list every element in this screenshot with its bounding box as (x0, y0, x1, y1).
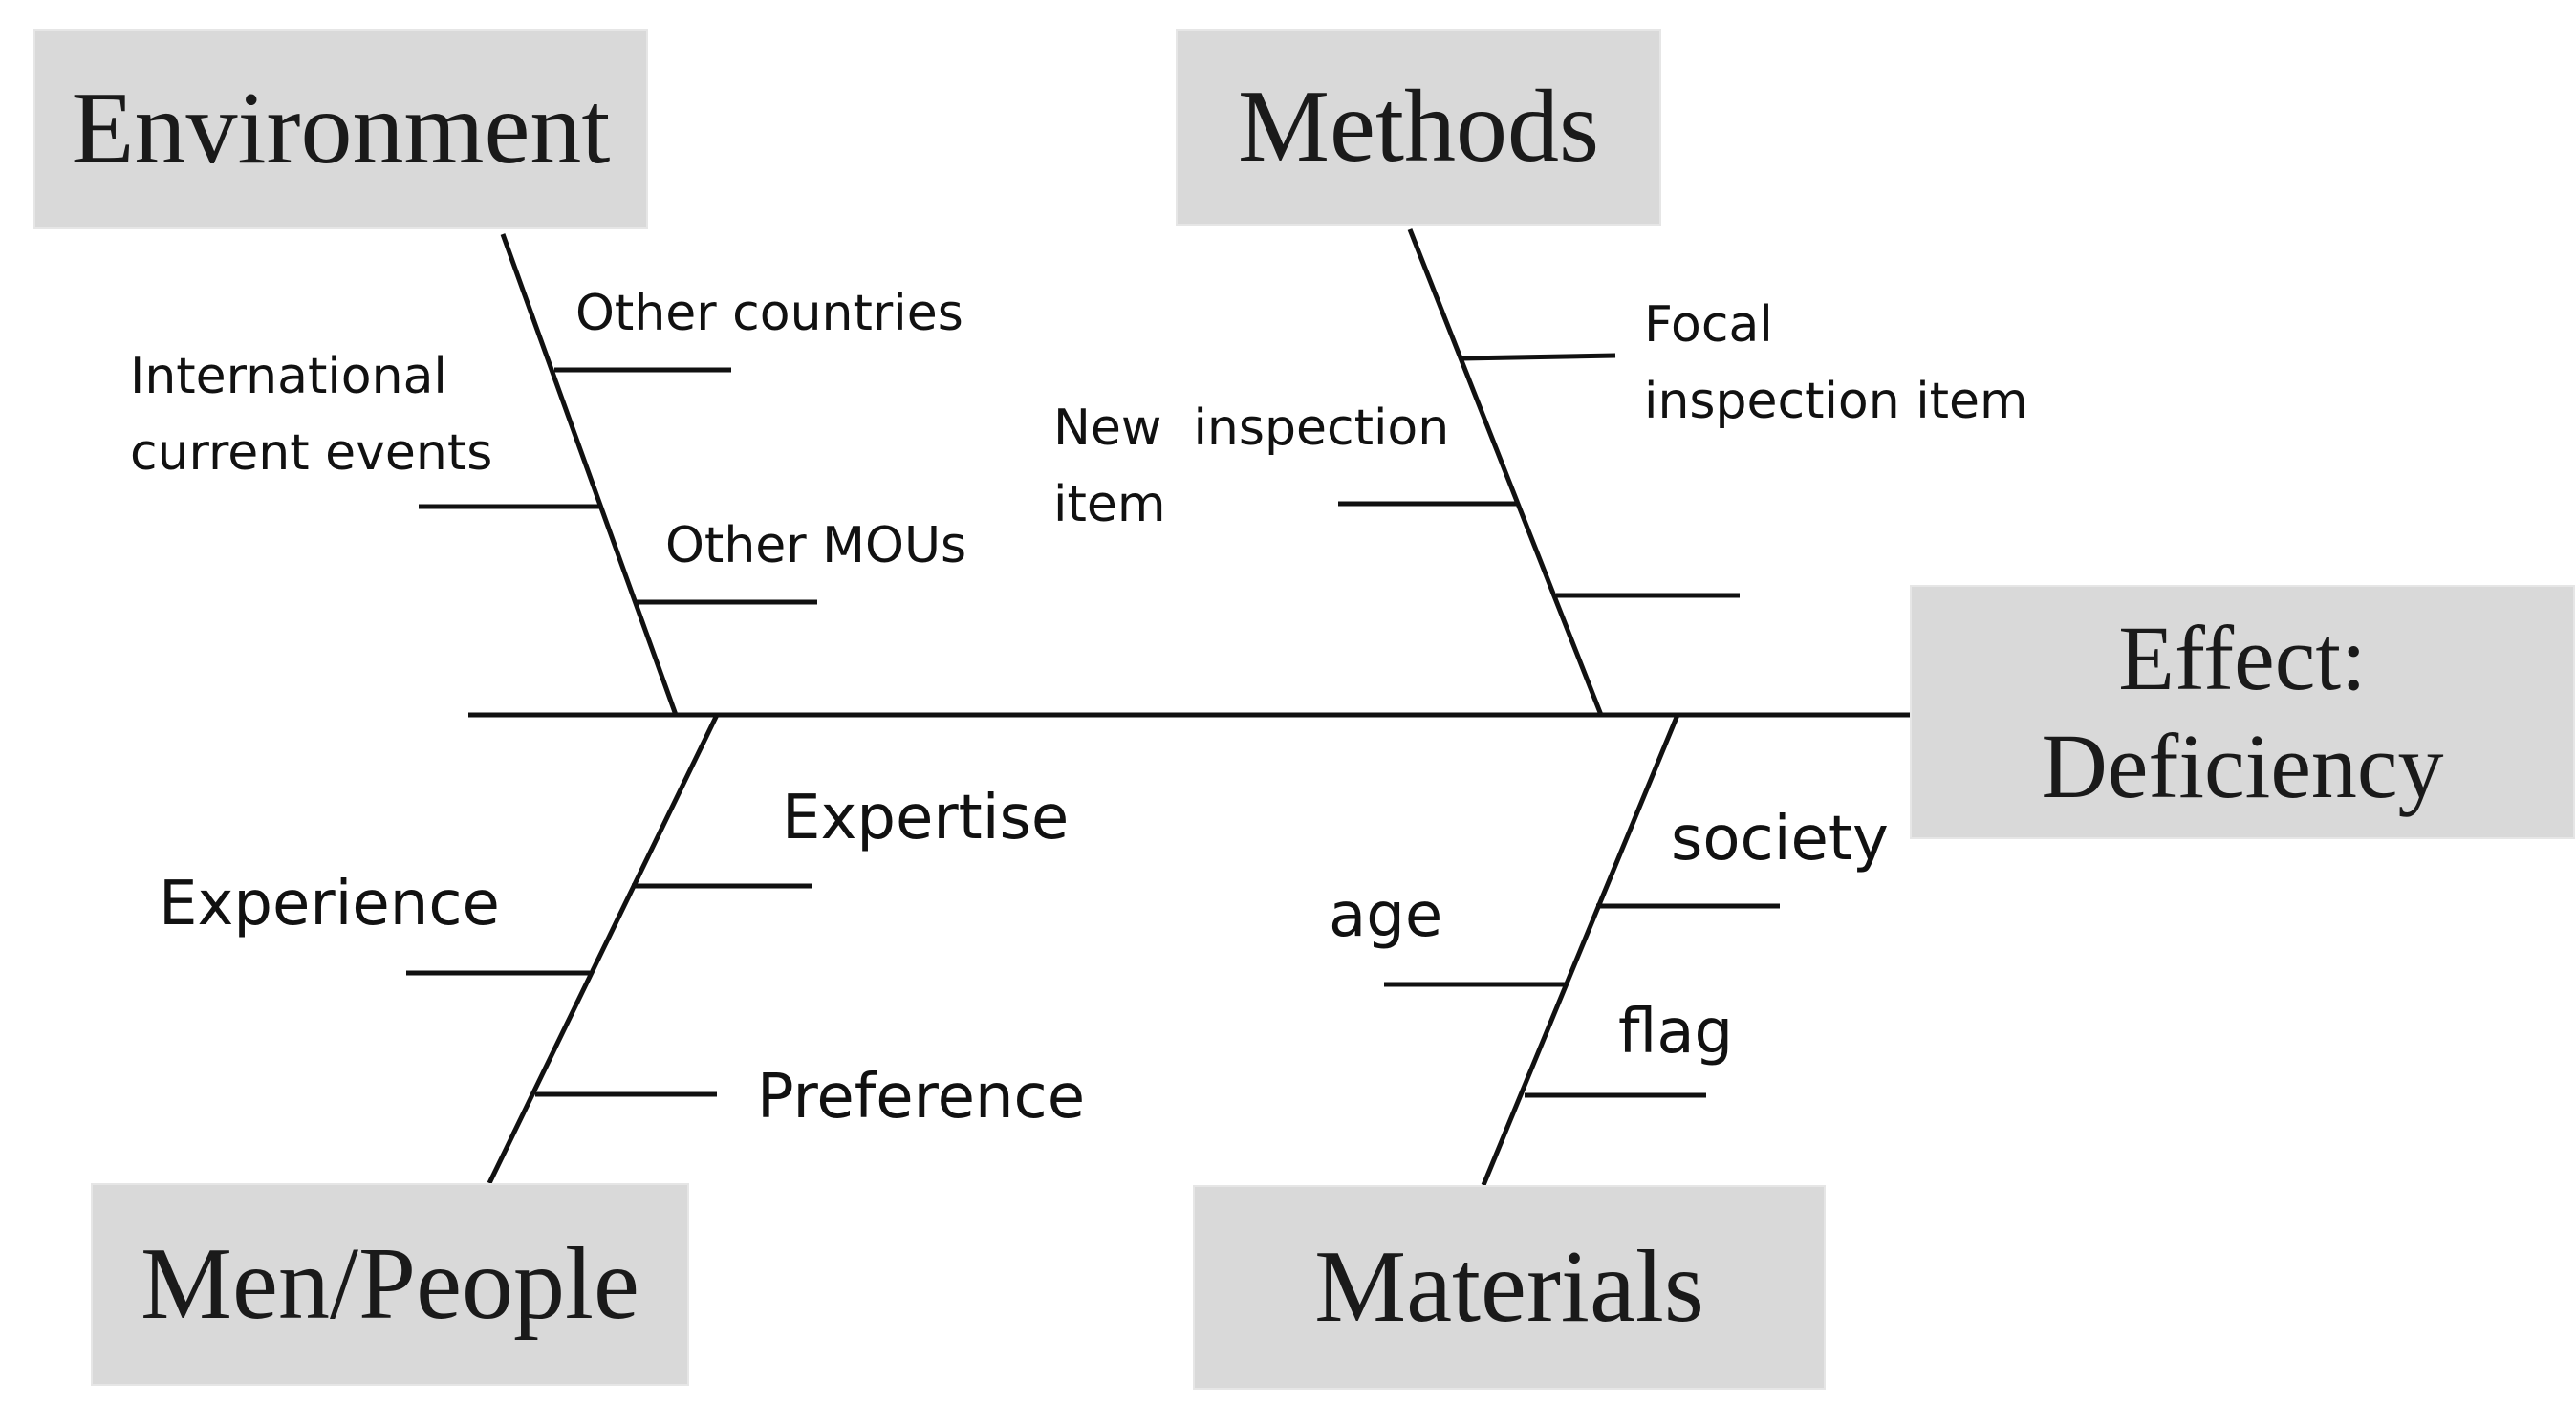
effect-name: Deficiency (2041, 715, 2444, 817)
cause-new-inspection-line1: New inspection (1053, 400, 1450, 457)
cause-new-inspection-item: New inspection item (1053, 390, 1449, 543)
cause-expertise: Expertise (782, 783, 1070, 853)
cause-international-line2: current events (130, 424, 493, 482)
cause-experience: Experience (159, 869, 500, 940)
cause-age: age (1329, 880, 1443, 951)
materials-bone (1481, 714, 1680, 1186)
cause-focal-inspection-item: Focal inspection item (1644, 287, 2028, 440)
effect-box: Effect: Deficiency (1910, 585, 2575, 839)
category-environment-label: Environment (71, 72, 611, 185)
category-people-label: Men/People (141, 1227, 639, 1341)
category-environment: Environment (33, 29, 648, 229)
category-materials-label: Materials (1314, 1230, 1704, 1344)
cause-society: society (1671, 804, 1889, 875)
category-materials: Materials (1193, 1185, 1826, 1390)
category-people: Men/People (91, 1183, 689, 1386)
cause-focal-line1: Focal (1644, 296, 1773, 354)
category-methods-label: Methods (1238, 70, 1599, 184)
effect-title: Effect: (2118, 606, 2367, 709)
methods-bone (1407, 228, 1604, 716)
cause-other-mous: Other MOUs (665, 517, 967, 574)
cause-other-countries: Other countries (575, 285, 963, 342)
cause-new-inspection-line2: item (1053, 476, 1166, 533)
cause-preference: Preference (757, 1062, 1086, 1133)
rib-focal (1461, 353, 1616, 361)
people-bone (487, 713, 720, 1185)
cause-focal-line2: inspection item (1644, 373, 2028, 430)
cause-flag: flag (1618, 997, 1734, 1068)
cause-international-current-events: International current events (130, 338, 492, 491)
environment-bone (500, 233, 679, 716)
cause-international-line1: International (130, 348, 447, 405)
category-methods: Methods (1176, 29, 1661, 226)
